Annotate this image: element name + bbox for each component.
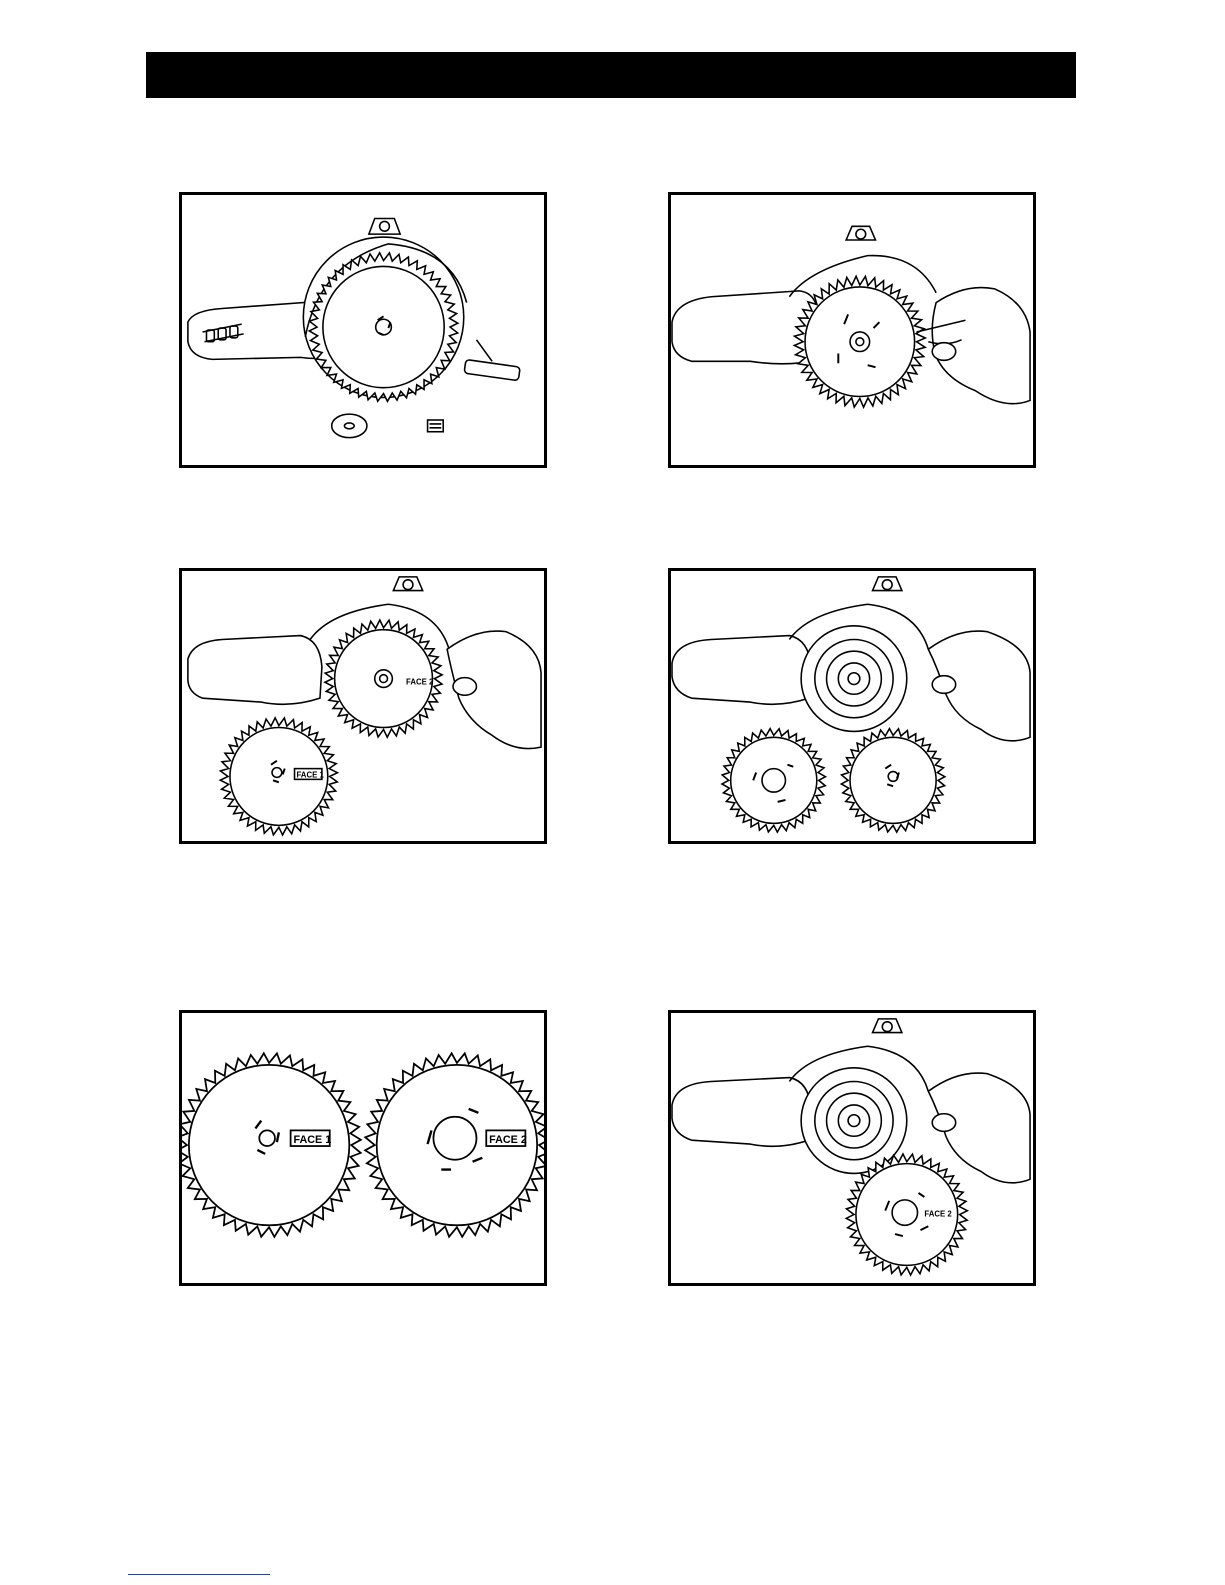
figure-saw-parts [179, 192, 547, 468]
fig3-face2-label: FACE 2 [406, 677, 434, 686]
fig5-face1-label: FACE 1 [294, 1134, 332, 1146]
figure-inner-flange [668, 568, 1036, 844]
figure-remove-blade: FACE 2 FACE 1 [179, 568, 547, 844]
section-header-bar [146, 52, 1076, 98]
figure-hold-blade [668, 192, 1036, 468]
footer-link-underline[interactable] [128, 1574, 270, 1575]
fig6-face2-label: FACE 2 [924, 1209, 952, 1218]
fig5-face2-label: FACE 2 [489, 1134, 527, 1146]
figure-install-blade: FACE 2 [668, 1010, 1036, 1286]
fig3-face1-label: FACE 1 [296, 770, 324, 779]
figure-blade-faces: FACE 1 FACE 2 [179, 1010, 547, 1286]
